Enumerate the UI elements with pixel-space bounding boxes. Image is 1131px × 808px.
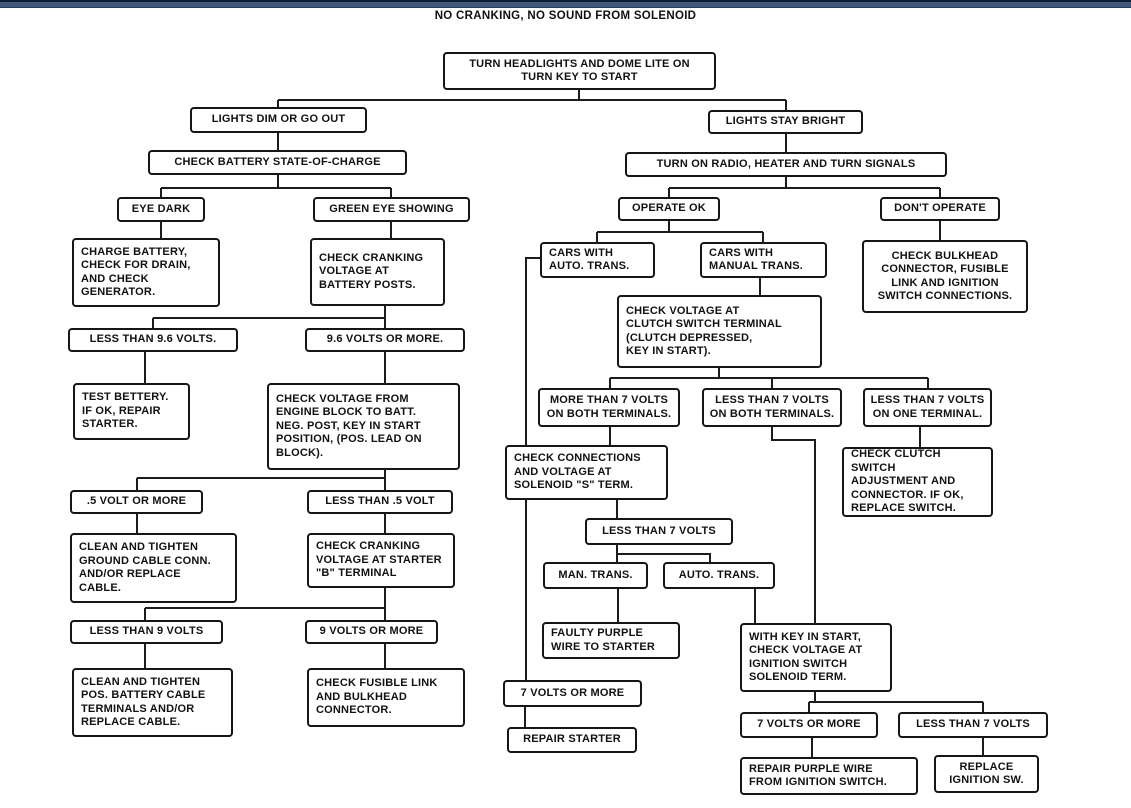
flow-node-repair-starter: REPAIR STARTER	[507, 727, 637, 753]
flow-node-less-than-7-right: LESS THAN 7 VOLTS	[898, 712, 1048, 738]
chart-title: NO CRANKING, NO SOUND FROM SOLENOID	[434, 10, 697, 22]
flow-node-check-fusible-link: CHECK FUSIBLE LINK AND BULKHEAD CONNECTO…	[307, 668, 465, 727]
flow-node-operate-ok: OPERATE OK	[618, 197, 720, 221]
flow-node-less-than-7-one: LESS THAN 7 VOLTS ON ONE TERMINAL.	[863, 388, 992, 427]
flow-node-seven-volts-or-more-left: 7 VOLTS OR MORE	[503, 680, 642, 707]
flow-node-repair-purple-wire: REPAIR PURPLE WIRE FROM IGNITION SWITCH.	[740, 757, 918, 795]
window-top-bar	[0, 0, 1131, 8]
flow-node-seven-volts-or-more-right: 7 VOLTS OR MORE	[740, 712, 878, 738]
flow-node-less-than-9: LESS THAN 9 VOLTS	[70, 620, 223, 644]
flow-node-with-key-in-start: WITH KEY IN START, CHECK VOLTAGE AT IGNI…	[740, 623, 892, 692]
flow-node-nine-volts-or-more: 9 VOLTS OR MORE	[305, 620, 438, 644]
flow-node-turn-headlights: TURN HEADLIGHTS AND DOME LITE ON TURN KE…	[443, 52, 716, 90]
flow-node-auto-trans: AUTO. TRANS.	[663, 562, 775, 589]
flow-node-half-volt-or-more: .5 VOLT OR MORE	[70, 490, 203, 514]
flow-node-check-battery-state: CHECK BATTERY STATE-OF-CHARGE	[148, 150, 407, 175]
flow-node-less-than-7-both: LESS THAN 7 VOLTS ON BOTH TERMINALS.	[702, 388, 842, 427]
flow-node-turn-radio: TURN ON RADIO, HEATER AND TURN SIGNALS	[625, 152, 947, 177]
flow-node-more-than-7-both: MORE THAN 7 VOLTS ON BOTH TERMINALS.	[538, 388, 680, 427]
flow-node-clean-ground-cable: CLEAN AND TIGHTEN GROUND CABLE CONN. AND…	[70, 533, 237, 603]
flow-node-less-than-96: LESS THAN 9.6 VOLTS.	[68, 328, 238, 352]
connector-line	[771, 427, 816, 623]
flow-node-replace-ignition-sw: REPLACE IGNITION SW.	[934, 755, 1039, 793]
connector-line	[525, 257, 540, 682]
flow-node-check-bulkhead: CHECK BULKHEAD CONNECTOR, FUSIBLE LINK A…	[862, 240, 1028, 313]
flow-node-less-than-7-mid: LESS THAN 7 VOLTS	[585, 518, 733, 545]
flow-node-check-voltage-engine: CHECK VOLTAGE FROM ENGINE BLOCK TO BATT.…	[267, 383, 460, 470]
flow-node-test-battery: TEST BETTERY. IF OK, REPAIR STARTER.	[73, 383, 190, 440]
flow-node-eye-dark: EYE DARK	[117, 197, 205, 222]
flow-node-charge-battery: CHARGE BATTERY, CHECK FOR DRAIN, AND CHE…	[72, 238, 220, 307]
flow-node-lights-stay-bright: LIGHTS STAY BRIGHT	[708, 110, 863, 134]
flow-node-check-clutch-switch: CHECK CLUTCH SWITCH ADJUSTMENT AND CONNE…	[842, 447, 993, 517]
flow-node-check-cranking-starter: CHECK CRANKING VOLTAGE AT STARTER "B" TE…	[307, 533, 455, 588]
flow-node-faulty-purple-wire: FAULTY PURPLE WIRE TO STARTER	[542, 622, 680, 659]
flow-node-less-than-half-volt: LESS THAN .5 VOLT	[307, 490, 453, 514]
flow-node-more-than-96: 9.6 VOLTS OR MORE.	[305, 328, 465, 352]
flow-node-check-connections-solenoid: CHECK CONNECTIONS AND VOLTAGE AT SOLENOI…	[505, 445, 668, 500]
flow-node-lights-dim: LIGHTS DIM OR GO OUT	[190, 107, 367, 133]
flow-node-cars-manual-trans: CARS WITH MANUAL TRANS.	[700, 242, 827, 278]
flow-node-clean-pos-cable: CLEAN AND TIGHTEN POS. BATTERY CABLE TER…	[72, 668, 233, 737]
flow-node-man-trans: MAN. TRANS.	[543, 562, 648, 589]
flow-node-green-eye: GREEN EYE SHOWING	[313, 197, 470, 222]
flow-node-cars-auto-trans: CARS WITH AUTO. TRANS.	[540, 242, 655, 278]
flow-node-check-clutch-voltage: CHECK VOLTAGE AT CLUTCH SWITCH TERMINAL …	[617, 295, 822, 368]
flow-node-check-cranking-battery: CHECK CRANKING VOLTAGE AT BATTERY POSTS.	[310, 238, 445, 306]
flow-node-dont-operate: DON'T OPERATE	[880, 197, 1000, 221]
connector-line	[617, 553, 711, 562]
